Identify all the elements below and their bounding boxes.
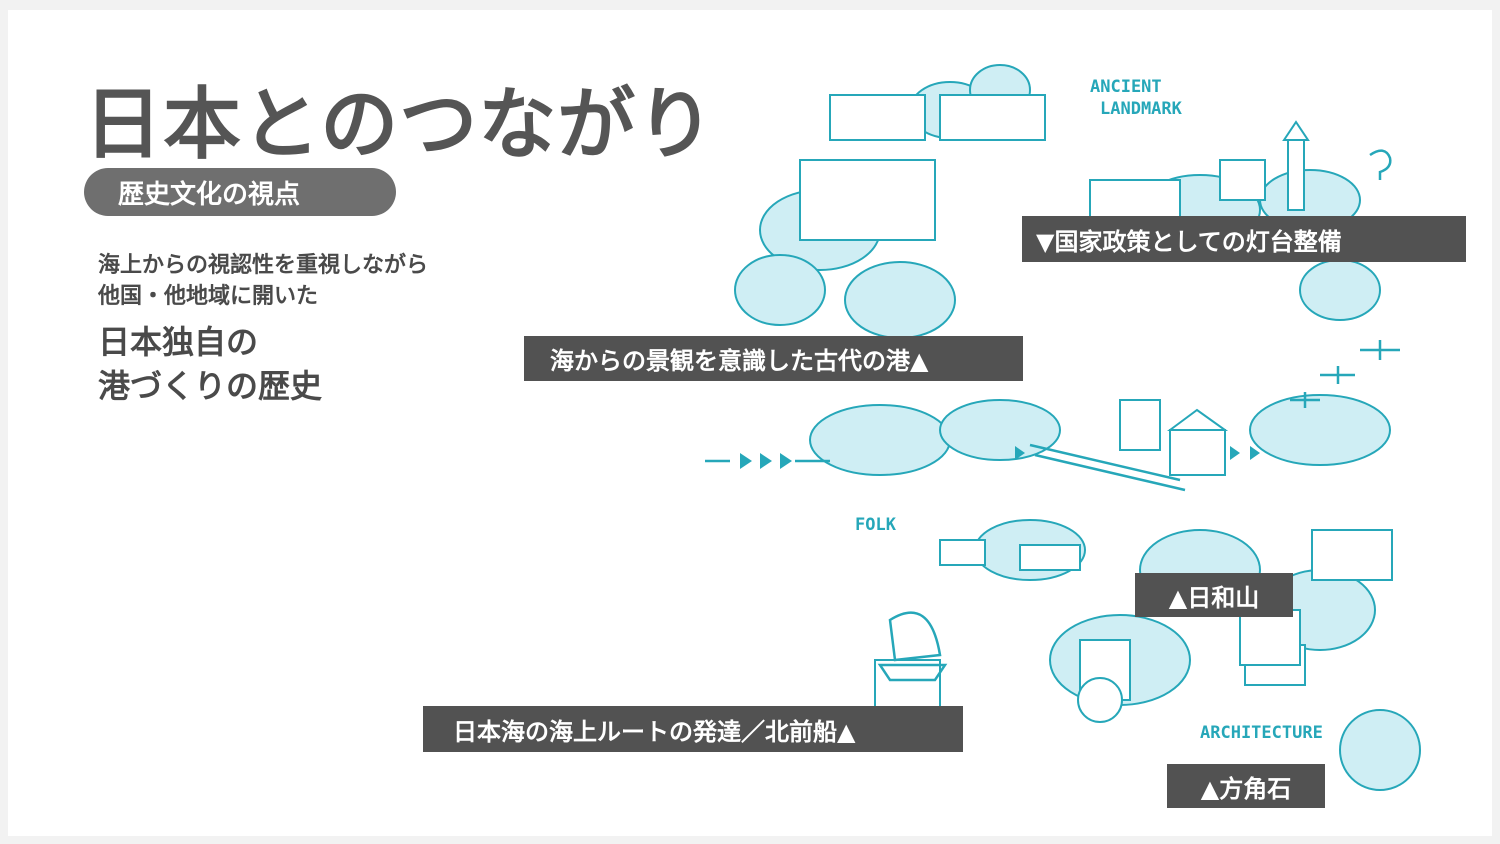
note-box	[874, 659, 941, 711]
note-box	[1019, 544, 1081, 571]
tree-cluster	[809, 404, 951, 476]
building	[1119, 399, 1161, 451]
note-box	[1089, 179, 1181, 221]
lighthouse-top	[1282, 120, 1310, 141]
lighthouse	[1287, 139, 1305, 211]
tree-cluster	[1299, 259, 1381, 321]
illustration-word-architecture: ARCHITECTURE	[1200, 723, 1323, 743]
kitamaebune-sail	[888, 611, 942, 662]
airplane	[1290, 392, 1320, 408]
illustration-word-landmark: LANDMARK	[1100, 99, 1183, 119]
note-box	[829, 94, 926, 141]
building	[1239, 609, 1301, 666]
building-roof	[1166, 408, 1229, 431]
arrow-glyph	[1015, 446, 1025, 460]
building	[1169, 429, 1226, 476]
building	[1219, 159, 1266, 201]
label-national-lighthouse: ▼国家政策としての灯台整備	[1022, 216, 1466, 262]
highlight-heading: 日本独自の 港づくりの歴史	[98, 320, 322, 408]
tree-cluster	[734, 254, 826, 326]
tree-cluster	[1339, 709, 1421, 791]
label-hougakuseki: ▲方角石	[1167, 764, 1325, 808]
compass-stone	[1077, 677, 1123, 723]
arrow-glyph	[1250, 446, 1260, 460]
port-history-illustration: ANCIENT LANDMARK FOLK ARCHITECTURE	[705, 64, 1421, 791]
tree-cluster	[844, 261, 956, 339]
note-box	[1311, 529, 1393, 581]
tree-cluster	[1249, 394, 1391, 466]
section-pill: 歴史文化の視点	[84, 168, 396, 216]
tree-cluster	[939, 399, 1061, 461]
railway-track	[1034, 453, 1186, 492]
highlight-line-1: 日本独自の	[98, 323, 259, 361]
slide-canvas	[8, 10, 1492, 836]
description-text: 海上からの視認性を重視しながら他国・他地域に開いた	[98, 253, 429, 309]
railway-track	[1029, 443, 1181, 482]
question-mark-doodle	[1369, 149, 1392, 180]
page-title: 日本とのつながり	[84, 80, 716, 170]
kitamaebune-hull	[877, 663, 948, 682]
label-kitamaebune: 日本海の海上ルートの発達／北前船▲	[423, 706, 963, 752]
arrow-glyph	[740, 453, 752, 469]
label-ancient-port: 海からの景観を意識した古代の港▲	[524, 336, 1023, 381]
arrow-glyph	[780, 453, 792, 469]
label-hiyoriyama: ▲日和山	[1135, 573, 1293, 617]
note-box	[939, 539, 986, 566]
airplane	[1320, 366, 1355, 384]
highlight-line-2: 港づくりの歴史	[98, 367, 323, 405]
note-box	[799, 159, 936, 241]
arrow-glyph	[1230, 446, 1240, 460]
illustration-word-ancient: ANCIENT	[1090, 77, 1162, 97]
arrow-glyph	[760, 453, 772, 469]
note-box	[939, 94, 1046, 141]
illustration-word-folk: FOLK	[855, 515, 897, 535]
airplane	[1360, 340, 1400, 360]
